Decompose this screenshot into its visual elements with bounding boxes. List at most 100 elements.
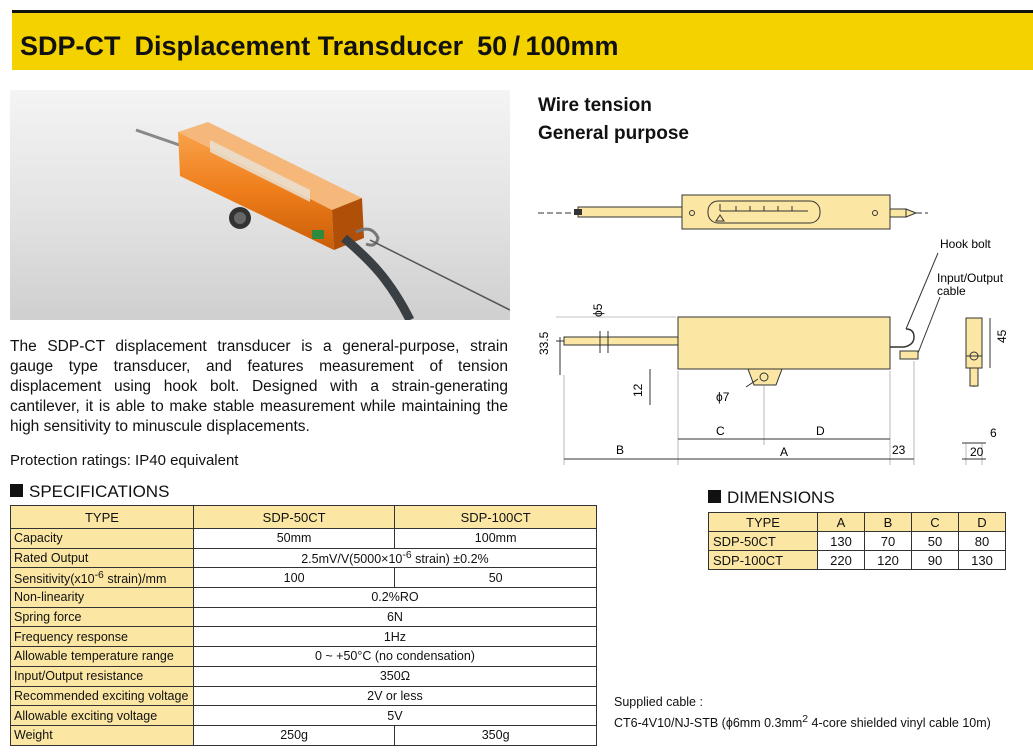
dim-d: D	[816, 424, 825, 438]
table-header-row: TYPE A B C D	[708, 512, 1006, 532]
table-cell: 350Ω	[192, 665, 598, 687]
side-view	[556, 252, 941, 465]
cell-text: 2.5mV/V(5000×10	[301, 552, 403, 567]
table-row: Input/Output resistance 350Ω	[10, 665, 598, 687]
product-photo	[10, 90, 510, 320]
cell-superscript: -6	[402, 549, 412, 561]
row-label: Allowable temperature range	[10, 646, 194, 667]
row-label: Spring force	[10, 606, 194, 628]
table-cell: 0 ~ +50°C (no condensation)	[192, 646, 598, 667]
cable-text: CT6-4V10/NJ-STB (ϕ6mm 0.3mm	[614, 716, 803, 731]
table-cell: 5V	[192, 705, 598, 726]
dimension-drawing: Hook bolt Input/Output cable ϕ5 33.5 12 …	[520, 175, 1033, 475]
column-header: TYPE	[708, 512, 818, 532]
product-range: 50 / 100mm	[477, 31, 619, 61]
table-row: Recommended exciting voltage 2V or less	[10, 685, 598, 707]
row-label: Rated Output	[10, 547, 194, 569]
end-view	[962, 317, 991, 465]
table-cell: 50	[394, 567, 597, 589]
table-cell: 1Hz	[192, 626, 598, 648]
transducer-illustration	[135, 122, 510, 320]
table-row: SDP-100CT 220 120 90 130	[708, 550, 1006, 570]
dim-12: 12	[631, 383, 645, 397]
column-header: TYPE	[10, 505, 194, 529]
dim-phi7: ϕ7	[716, 390, 730, 404]
square-bullet-icon	[708, 490, 721, 503]
table-cell: 130	[958, 550, 1006, 570]
column-header: A	[817, 512, 865, 532]
table-cell: 90	[911, 550, 959, 570]
table-row: SDP-50CT 130 70 50 80	[708, 531, 1006, 551]
specifications-heading: SPECIFICATIONS	[10, 482, 169, 502]
table-cell: 0.2%RO	[192, 587, 598, 608]
row-label: Allowable exciting voltage	[10, 705, 194, 726]
label-text: Sensitivity(x10	[14, 571, 95, 586]
dim-20: 20	[970, 445, 984, 459]
table-row: Capacity 50mm 100mm	[10, 528, 597, 549]
cable-description: CT6-4V10/NJ-STB (ϕ6mm 0.3mm2 4-core shie…	[614, 711, 1024, 732]
application-line: General purpose	[538, 123, 689, 144]
table-cell: 50mm	[192, 528, 396, 549]
table-row: Rated Output 2.5mV/V(5000×10-6 strain) ±…	[10, 547, 598, 569]
row-label: SDP-50CT	[708, 531, 818, 551]
dim-c: C	[716, 424, 725, 438]
row-label: Frequency response	[10, 626, 194, 648]
dimensions-title: DIMENSIONS	[727, 488, 835, 507]
cell-text: strain) ±0.2%	[411, 552, 489, 567]
dimensions-table: TYPE A B C D SDP-50CT 130 70 50 80 SDP-1…	[708, 512, 1006, 570]
table-cell: 2V or less	[192, 685, 598, 707]
table-row: Frequency response 1Hz	[10, 626, 598, 648]
table-row: Allowable temperature range 0 ~ +50°C (n…	[10, 646, 598, 667]
io-cable-label: Input/Output	[937, 271, 1004, 285]
table-row: Weight 250g 350g	[10, 724, 597, 746]
row-label: Recommended exciting voltage	[10, 685, 194, 707]
table-row: Sensitivity(x10-6 strain)/mm 100 50	[10, 567, 597, 589]
column-header: B	[864, 512, 912, 532]
cable-text: 4-core shielded vinyl cable 10m)	[808, 716, 991, 731]
square-bullet-icon	[10, 484, 23, 497]
table-cell: 130	[817, 531, 865, 551]
cable-superscript: 2	[802, 714, 809, 725]
specifications-table: TYPE SDP-50CT SDP-100CT Capacity 50mm 10…	[10, 505, 598, 746]
table-cell: 6N	[192, 606, 598, 628]
dim-b: B	[616, 443, 624, 457]
table-cell: 100	[192, 567, 396, 589]
table-cell: 120	[864, 550, 912, 570]
dim-a: A	[780, 445, 788, 459]
dim-23: 23	[892, 443, 906, 457]
table-row: Allowable exciting voltage 5V	[10, 705, 598, 726]
product-name: Displacement Transducer	[134, 31, 464, 61]
row-label: Weight	[10, 724, 194, 746]
table-row: Spring force 6N	[10, 606, 598, 628]
row-label: Non-linearity	[10, 587, 194, 608]
cable-title: Supplied cable :	[614, 695, 703, 709]
table-cell: 80	[958, 531, 1006, 551]
application-text: Wire tension General purpose	[538, 92, 689, 148]
row-label: Input/Output resistance	[10, 665, 194, 687]
product-description: The SDP-CT displacement transducer is a …	[10, 338, 508, 435]
application-line: Wire tension	[538, 95, 652, 116]
specifications-title: SPECIFICATIONS	[29, 482, 170, 501]
dim-phi5: ϕ5	[591, 303, 605, 317]
dimensions-heading: DIMENSIONS	[708, 488, 835, 508]
table-cell: 350g	[394, 724, 597, 746]
io-cable-label: cable	[937, 284, 966, 298]
table-row: Non-linearity 0.2%RO	[10, 587, 598, 608]
protection-rating: Protection ratings: IP40 equivalent	[10, 452, 239, 469]
table-cell: 70	[864, 531, 912, 551]
column-header: SDP-50CT	[192, 505, 396, 529]
column-header: SDP-100CT	[394, 505, 597, 529]
row-label: Sensitivity(x10-6 strain)/mm	[10, 567, 194, 589]
row-label: SDP-100CT	[708, 550, 818, 570]
column-header: D	[958, 512, 1006, 532]
row-label: Capacity	[10, 528, 194, 549]
label-superscript: -6	[94, 569, 104, 581]
top-view	[538, 194, 928, 230]
hook-bolt-label: Hook bolt	[940, 237, 991, 251]
supplied-cable: Supplied cable : CT6-4V10/NJ-STB (ϕ6mm 0…	[614, 694, 1024, 732]
column-header: C	[911, 512, 959, 532]
table-header-row: TYPE SDP-50CT SDP-100CT	[10, 505, 597, 529]
table-cell: 100mm	[394, 528, 597, 549]
